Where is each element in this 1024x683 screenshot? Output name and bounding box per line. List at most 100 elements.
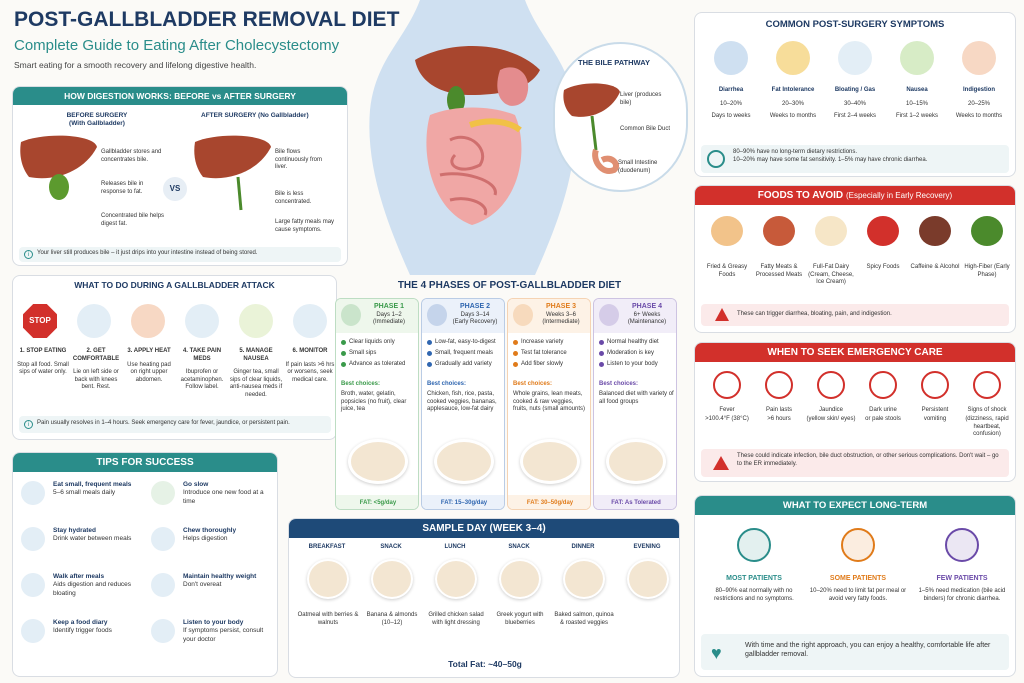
digestion-footer-text: Your liver still produces bile – it just… bbox=[37, 250, 258, 256]
water-drop-icon bbox=[21, 527, 45, 551]
attack-footer-text: Pain usually resolves in 1–4 hours. Seek… bbox=[37, 420, 290, 426]
phase-bullet: Small, frequent meals bbox=[427, 350, 504, 358]
phase-bullet-text: Normal healthy diet bbox=[607, 339, 659, 345]
avoid-header-sub: (Especially in Early Recovery) bbox=[845, 191, 953, 200]
clipboard-icon bbox=[293, 304, 327, 338]
emergency-card: WHEN TO SEEK EMERGENCY CARE Fever >100.4°… bbox=[694, 342, 1016, 482]
longterm-desc: 80–90% eat normally with no restrictions… bbox=[714, 588, 794, 602]
phase-bullet-text: Advance as tolerated bbox=[349, 361, 406, 367]
walking-icon bbox=[21, 573, 45, 597]
phase-bullet: Listen to your body bbox=[599, 361, 676, 369]
bullet-dot bbox=[341, 351, 346, 356]
attack-card: WHAT TO DO DURING A GALLBLADDER ATTACK S… bbox=[12, 275, 337, 440]
tip-0-desc: 5–6 small meals daily bbox=[53, 489, 116, 497]
clock-icon bbox=[765, 371, 793, 399]
attack-step-2-title: 2. GET COMFORTABLE bbox=[72, 348, 120, 362]
tip-2-desc: Drink water between meals bbox=[53, 535, 132, 543]
phases-card: THE 4 PHASES OF POST-GALLBLADDER DIET PH… bbox=[333, 276, 686, 511]
avoid-item: Fried & Greasy Foods bbox=[706, 264, 748, 278]
tea-cup-icon bbox=[627, 559, 669, 599]
phase-stage: (Immediate) bbox=[372, 319, 405, 326]
best-choices-label: Best choices: bbox=[341, 381, 381, 387]
tip-1-desc: Introduce one new food at a time bbox=[183, 489, 264, 505]
avoid-item: Caffeine & Alcohol bbox=[910, 264, 960, 270]
meal-label: DINNER bbox=[571, 544, 595, 550]
meal-label: EVENING bbox=[633, 544, 661, 550]
tip-6-desc: Identify trigger foods bbox=[53, 627, 112, 635]
bullet-dot bbox=[427, 351, 432, 356]
symptom-duration: Weeks to months bbox=[769, 113, 817, 119]
symptoms-note-text: 80–90% have no long-term dietary restric… bbox=[733, 149, 1003, 164]
eye-icon bbox=[817, 371, 845, 399]
coffee-wine-icon bbox=[919, 216, 951, 246]
diary-icon bbox=[21, 619, 45, 643]
sample-total: Total Fat: ~40–50g bbox=[448, 659, 522, 669]
tip-3-title: Chew thoroughly bbox=[183, 527, 237, 534]
symptom-name: Indigestion bbox=[963, 87, 995, 93]
cloud-icon bbox=[838, 41, 872, 75]
ginger-tea-icon bbox=[239, 304, 273, 338]
emergency-item-desc: >6 hours bbox=[767, 416, 791, 422]
bile-label-liver: Liver (produces bile) bbox=[620, 92, 662, 106]
emergency-item-desc: >100.4°F (38°C) bbox=[705, 416, 749, 422]
tip-3-desc: Helps digestion bbox=[183, 535, 228, 543]
emergency-header: WHEN TO SEEK EMERGENCY CARE bbox=[695, 343, 1015, 362]
best-choices-text: Chicken, fish, rice, pasta, cooked veggi… bbox=[427, 391, 497, 412]
person-icon bbox=[841, 528, 875, 562]
stomach-icon bbox=[151, 527, 175, 551]
banana-icon bbox=[371, 559, 413, 599]
after-note-3: Large fatty meals may cause symptoms. bbox=[275, 219, 335, 233]
phase-bullet: Small sips bbox=[341, 350, 418, 358]
avoid-item: Full-Fat Dairy (Cream, Cheese, Ice Cream… bbox=[808, 264, 854, 285]
nausea-face-icon bbox=[900, 41, 934, 75]
info-icon: i bbox=[24, 420, 33, 429]
symptom-name: Nausea bbox=[906, 87, 928, 93]
bile-label-intestine: Small Intestine (duodenum) bbox=[618, 160, 658, 174]
emergency-item-title: Jaundice bbox=[818, 407, 844, 413]
tip-4-desc: Aids digestion and reduces bloating bbox=[53, 581, 132, 597]
emergency-item-title: Fever bbox=[719, 407, 735, 413]
bile-pathway-title: THE BILE PATHWAY bbox=[578, 58, 650, 67]
longterm-footer: ♥ With time and the right approach, you … bbox=[701, 634, 1009, 670]
best-choices-label: Best choices: bbox=[513, 381, 553, 387]
tip-4-title: Walk after meals bbox=[53, 573, 105, 580]
meal-label: BREAKFAST bbox=[308, 544, 346, 550]
toilet-paper-icon bbox=[714, 41, 748, 75]
longterm-header: WHAT TO EXPECT LONG-TERM bbox=[695, 496, 1015, 515]
best-choices-text: Broth, water, gelatin, popsicles (no fru… bbox=[341, 391, 407, 412]
avoid-header: FOODS TO AVOID (Especially in Early Reco… bbox=[695, 186, 1015, 205]
phase-bullet-text: Small sips bbox=[349, 350, 377, 356]
tips-card: TIPS FOR SUCCESS Eat small, frequent mea… bbox=[12, 452, 278, 677]
meal-food: Banana & almonds (10–12) bbox=[366, 612, 418, 626]
emergency-item-title: Persistent bbox=[921, 407, 949, 413]
bowl-icon bbox=[427, 304, 447, 326]
bullet-dot bbox=[341, 362, 346, 367]
longterm-desc: 10–20% need to limit fat per meal or avo… bbox=[809, 588, 907, 602]
doctor-icon bbox=[151, 619, 175, 643]
attack-step-5-title: 5. MANAGE NAUSEA bbox=[239, 348, 273, 362]
attack-step-3-title: 3. APPLY HEAT bbox=[127, 348, 171, 354]
phase-fat: FAT: As Tolerated bbox=[594, 495, 676, 509]
symptoms-header: COMMON POST-SURGERY SYMPTOMS bbox=[765, 19, 945, 30]
oatmeal-icon bbox=[307, 559, 349, 599]
attack-step-6-title: 6. MONITOR bbox=[292, 348, 328, 354]
tip-6-title: Keep a food diary bbox=[53, 619, 108, 626]
stop-sign-icon: STOP bbox=[23, 304, 57, 338]
phase-stage: (Early Recovery) bbox=[452, 319, 498, 326]
scale-icon bbox=[151, 573, 175, 597]
phase-bullet-text: Clear liquids only bbox=[349, 339, 395, 345]
avoid-item: Fatty Meats & Processed Meats bbox=[755, 264, 803, 278]
symptom-duration: Days to weeks bbox=[711, 113, 751, 119]
page-title: POST-GALLBLADDER REMOVAL DIET bbox=[14, 8, 400, 31]
